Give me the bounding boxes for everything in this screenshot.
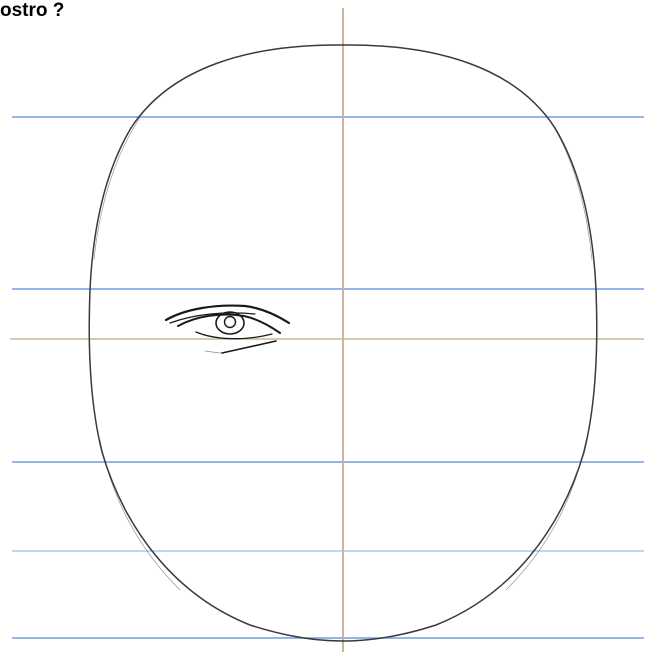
page-caption: ostro ? xyxy=(0,0,64,22)
eye-drawing xyxy=(166,306,289,353)
center-guides xyxy=(10,8,644,652)
eye-pupil xyxy=(225,317,236,328)
eye-crease-faint xyxy=(205,351,222,353)
eye-crease-lower xyxy=(222,341,276,353)
horizontal-guides xyxy=(12,117,644,638)
